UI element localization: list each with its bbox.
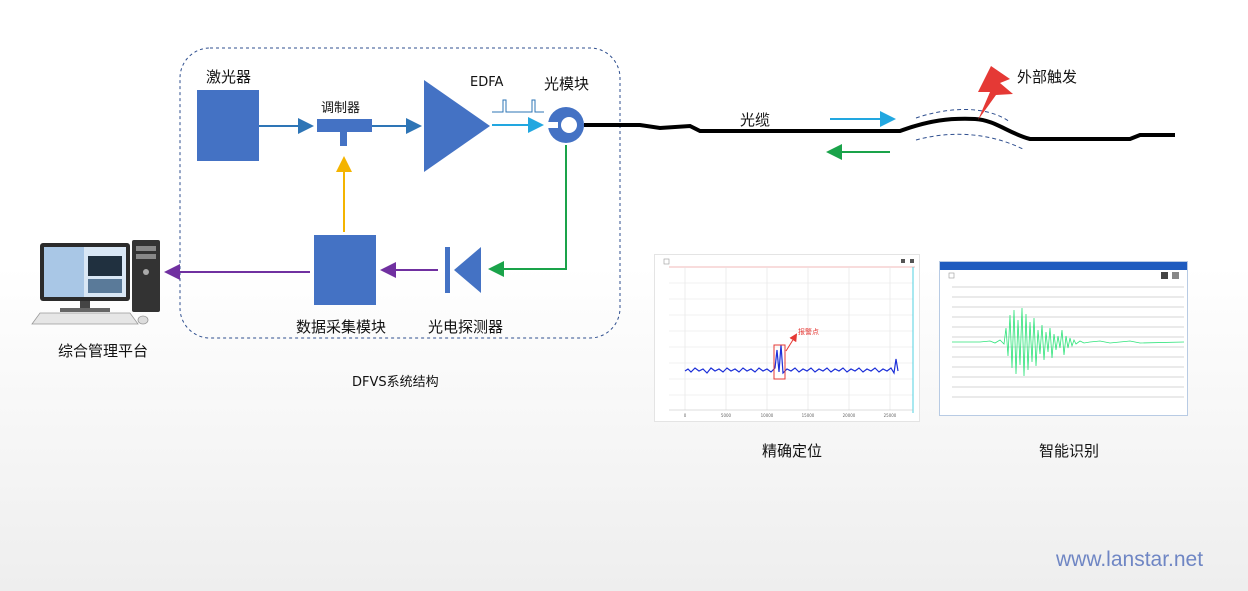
cable-deformation-upper xyxy=(915,109,1011,123)
locate-chart: 0 5000 10000 15000 20000 25000 xyxy=(663,258,915,418)
modulator-block xyxy=(317,119,372,132)
dfvs-boundary xyxy=(179,47,621,339)
window-titlebar xyxy=(940,262,1187,270)
cable-label: 光缆 xyxy=(740,111,771,129)
arrow-module-detector xyxy=(488,145,567,277)
platform-label: 综合管理平台 xyxy=(58,342,149,360)
photodetector-diode xyxy=(454,247,481,293)
structure-title: DFVS系统结构 xyxy=(352,375,439,390)
laser-label: 激光器 xyxy=(206,68,252,86)
edfa-label: EDFA xyxy=(470,75,504,90)
locate-x-tick: 0 xyxy=(684,413,687,418)
photodetector-bar xyxy=(445,247,450,293)
precise-locate-label: 精确定位 xyxy=(762,442,823,460)
locate-x-tick: 20000 xyxy=(843,413,856,418)
smart-identify-label: 智能识别 xyxy=(1039,442,1100,460)
locate-x-tick: 10000 xyxy=(761,413,774,418)
optical-module-label: 光模块 xyxy=(544,75,590,93)
locate-x-tick: 15000 xyxy=(802,413,815,418)
lightning-icon xyxy=(978,66,1013,120)
photodetector-label: 光电探测器 xyxy=(428,318,504,336)
laser-block xyxy=(197,90,259,161)
daq-label: 数据采集模块 xyxy=(296,318,387,336)
fiber-cable xyxy=(584,116,1175,141)
modulator-label: 调制器 xyxy=(321,101,361,116)
identify-chart xyxy=(948,272,1185,398)
optical-module-inner xyxy=(561,117,577,133)
cable-deformation-lower xyxy=(915,133,1026,151)
locate-x-tick: 5000 xyxy=(721,413,732,418)
locate-x-tick: 25000 xyxy=(884,413,897,418)
pulse-signal xyxy=(492,99,544,113)
modulator-stem xyxy=(340,132,347,146)
watermark: www.lanstar.net xyxy=(1056,548,1204,571)
daq-block xyxy=(314,235,376,305)
external-trigger-label: 外部触发 xyxy=(1017,68,1078,86)
precise-locate-screenshot: 0 5000 10000 15000 20000 25000 报警点 xyxy=(654,254,920,422)
alarm-point-label: 报警点 xyxy=(798,328,819,336)
computer-icon xyxy=(31,240,160,325)
smart-identify-screenshot xyxy=(939,261,1188,416)
edfa-amplifier xyxy=(424,80,490,172)
